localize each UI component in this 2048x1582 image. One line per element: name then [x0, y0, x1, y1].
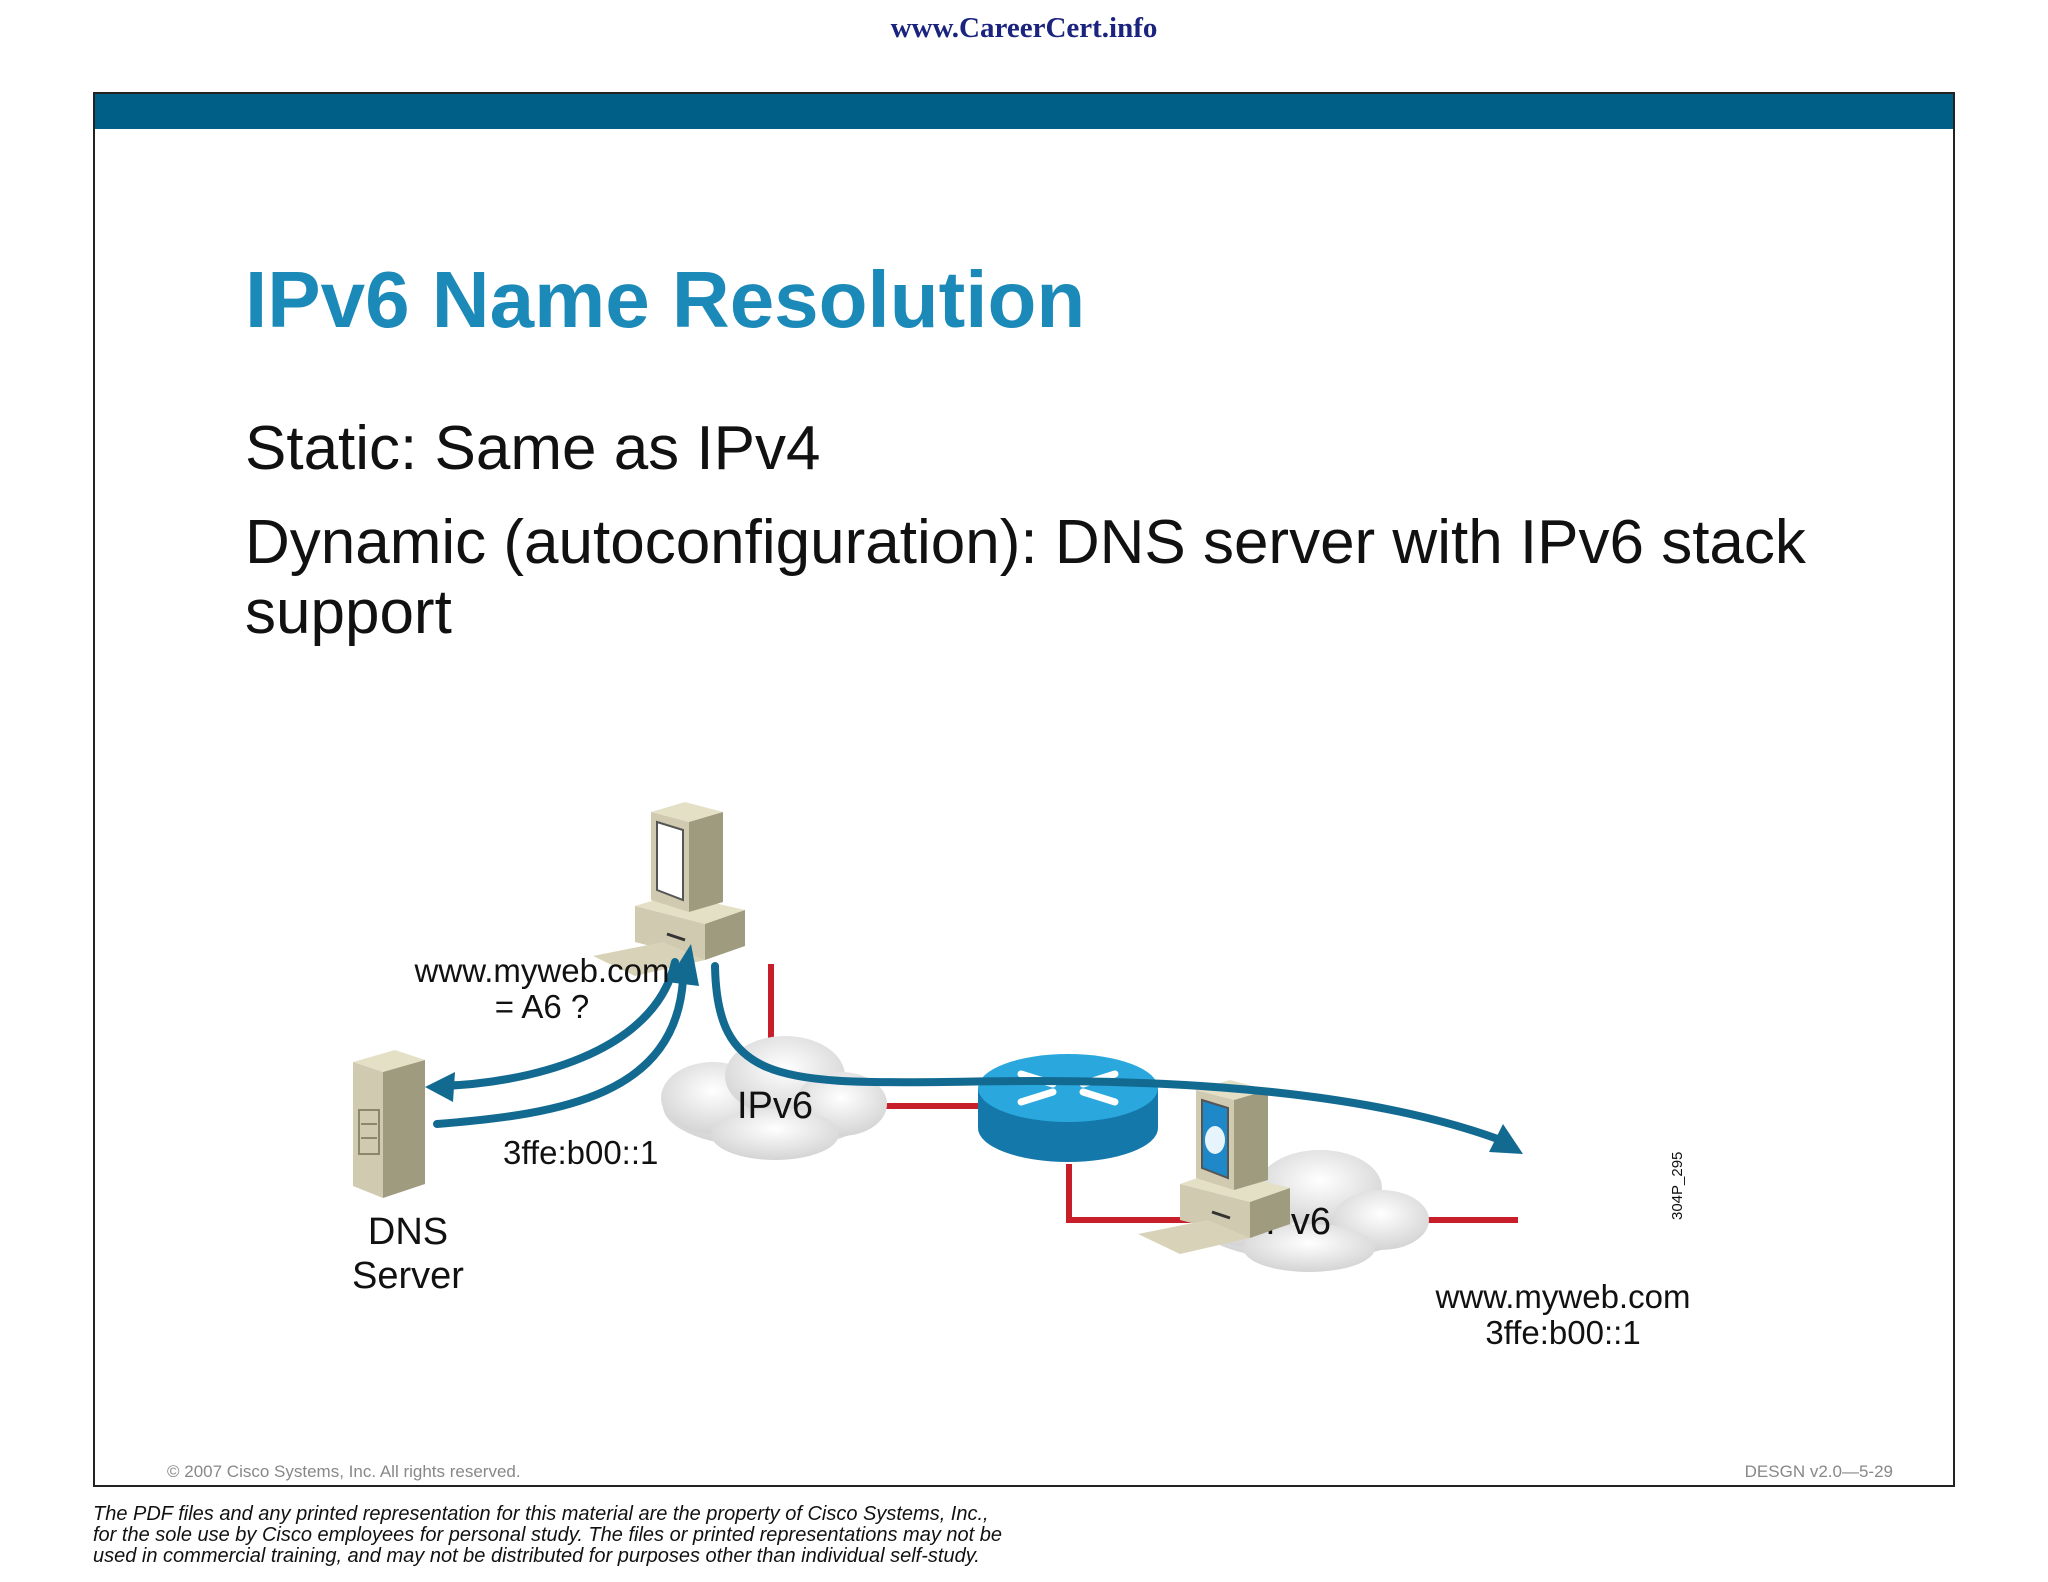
web-host-label-line2: 3ffe:b00::1 — [1485, 1314, 1640, 1351]
bullet-static: Static: Same as IPv4 — [245, 414, 821, 483]
dns-server-label-line1: DNS — [368, 1211, 448, 1253]
site-url[interactable]: www.CareerCert.info — [890, 12, 1158, 44]
bullet-dynamic: Dynamic (autoconfiguration): DNS server … — [245, 508, 1806, 647]
web-host-label-line1: www.myweb.com — [1435, 1278, 1691, 1315]
slide-header-bar — [95, 94, 1953, 129]
client-computer-icon — [593, 802, 745, 976]
disclaimer-line: used in commercial training, and may not… — [93, 1545, 980, 1567]
figure-code: 304P_295 — [1669, 1152, 1686, 1220]
query-label-line1: www.myweb.com — [414, 952, 670, 989]
cloud-1-label: IPv6 — [737, 1085, 813, 1127]
arrowheads — [425, 944, 1523, 1154]
bullet-list: Static: Same as IPv4 Dynamic (autoconfig… — [245, 414, 1865, 672]
ipv6-cloud-icon — [661, 1036, 887, 1160]
name-resolution-diagram: IPv6 IPv6 — [352, 802, 1691, 1351]
slide: IPv6 Name Resolution Static: Same as IPv… — [93, 92, 1955, 1487]
disclaimer-line: for the sole use by Cisco employees for … — [93, 1524, 1002, 1546]
query-label-line2: = A6 ? — [495, 988, 590, 1025]
router-icon — [978, 1054, 1158, 1162]
copyright-notice: © 2007 Cisco Systems, Inc. All rights re… — [167, 1462, 521, 1481]
reply-address-label: 3ffe:b00::1 — [503, 1134, 658, 1171]
dns-flow-arrows — [433, 958, 1515, 1148]
disclaimer: The PDF files and any printed representa… — [93, 1504, 1193, 1567]
slide-title: IPv6 Name Resolution — [245, 255, 1086, 344]
web-host-computer-icon — [1138, 1080, 1290, 1254]
disclaimer-line: The PDF files and any printed representa… — [93, 1503, 989, 1525]
dns-server-icon — [353, 1050, 425, 1198]
dns-server-label-line2: Server — [352, 1255, 464, 1297]
slide-id: DESGN v2.0—5-29 — [1744, 1462, 1893, 1481]
